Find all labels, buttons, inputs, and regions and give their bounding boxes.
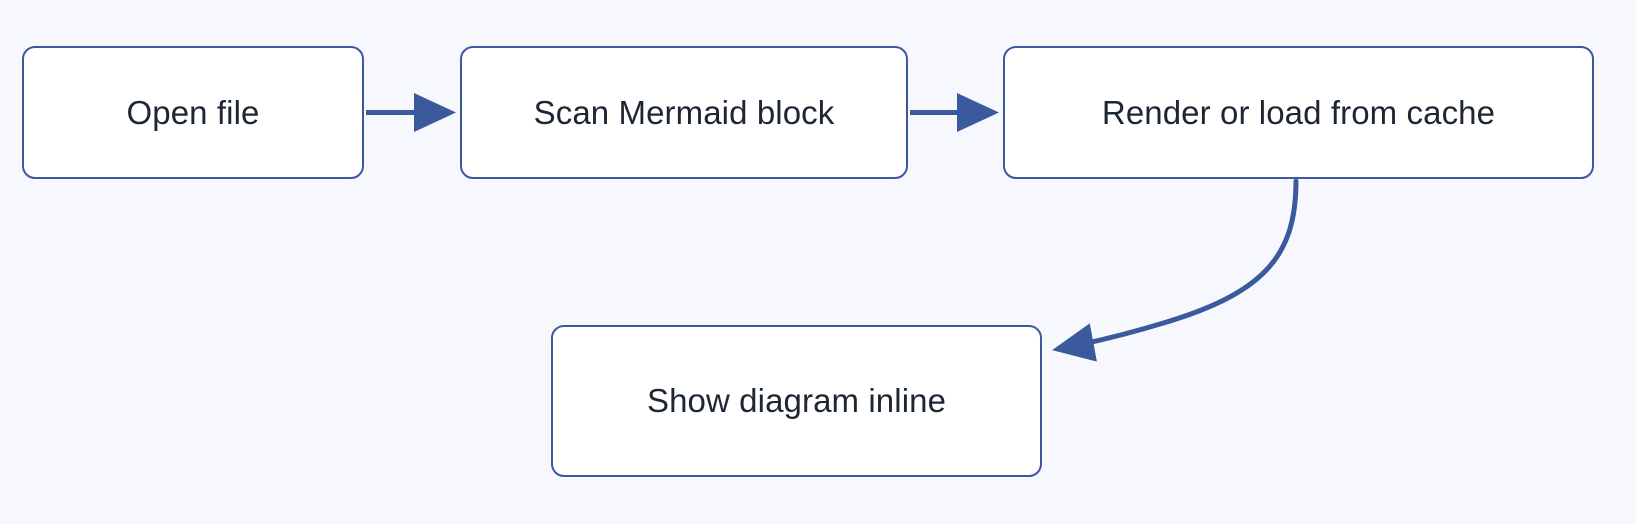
flowchart-node-render-or-load[interactable]: Render or load from cache: [1003, 46, 1594, 179]
flowchart-node-open-file[interactable]: Open file: [22, 46, 364, 179]
node-label: Show diagram inline: [646, 382, 947, 420]
edge-render-or-load-to-show-diagram: [1052, 178, 1299, 362]
node-label: Render or load from cache: [1101, 93, 1496, 131]
node-label: Open file: [126, 93, 260, 131]
node-label: Scan Mermaid block: [533, 93, 835, 131]
flowchart-node-show-diagram[interactable]: Show diagram inline: [551, 325, 1042, 477]
flowchart-node-scan-mermaid[interactable]: Scan Mermaid block: [460, 46, 908, 179]
